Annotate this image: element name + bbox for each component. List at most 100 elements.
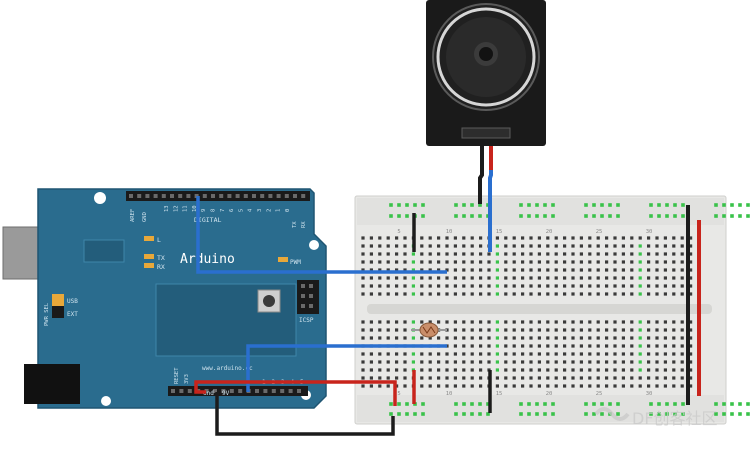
rail-hole <box>722 214 726 218</box>
breadboard-hole <box>672 368 676 372</box>
breadboard-hole <box>546 276 550 280</box>
breadboard-hole <box>546 352 550 356</box>
icsp-pin <box>301 284 305 288</box>
breadboard-hole <box>487 284 491 288</box>
breadboard-hole <box>663 344 667 348</box>
breadboard-hole <box>437 376 441 380</box>
breadboard-hole <box>613 352 617 356</box>
breadboard-hole <box>630 244 634 248</box>
breadboard-hole <box>504 368 508 372</box>
digital-pin-label: 3 <box>257 209 263 212</box>
rail-hole <box>730 412 734 416</box>
breadboard-hole <box>479 236 483 240</box>
breadboard-hole <box>630 336 634 340</box>
breadboard-hole <box>504 336 508 340</box>
breadboard-hole <box>596 360 600 364</box>
breadboard-hole <box>504 244 508 248</box>
breadboard-hole <box>428 292 432 296</box>
rail-hole <box>551 214 555 218</box>
header-pin <box>202 194 207 198</box>
breadboard-hole <box>546 336 550 340</box>
v33-label: 3V3 <box>184 374 190 384</box>
breadboard-hole <box>462 376 466 380</box>
breadboard-hole <box>537 292 541 296</box>
breadboard-hole <box>605 328 609 332</box>
rail-hole <box>746 214 750 218</box>
breadboard-hole <box>630 328 634 332</box>
breadboard-hole <box>453 376 457 380</box>
breadboard-hole <box>361 284 365 288</box>
breadboard-hole <box>571 252 575 256</box>
breadboard-hole <box>554 344 558 348</box>
breadboard-hole <box>537 360 541 364</box>
breadboard-hole <box>605 384 609 388</box>
breadboard-hole <box>588 360 592 364</box>
breadboard-hole <box>579 236 583 240</box>
breadboard-hole <box>663 284 667 288</box>
breadboard-hole <box>378 360 382 364</box>
breadboard-hole <box>369 320 373 324</box>
breadboard-hole <box>579 276 583 280</box>
breadboard-hole <box>588 244 592 248</box>
breadboard-hole <box>386 260 390 264</box>
breadboard-hole <box>512 260 516 264</box>
breadboard-hole <box>663 268 667 272</box>
breadboard-hole <box>495 292 499 296</box>
breadboard-hole <box>487 360 491 364</box>
breadboard-hole <box>479 292 483 296</box>
breadboard-hole <box>554 276 558 280</box>
led-rx <box>144 263 154 268</box>
breadboard-hole <box>621 260 625 264</box>
breadboard-hole <box>470 368 474 372</box>
breadboard-hole <box>403 384 407 388</box>
breadboard-hole <box>655 252 659 256</box>
breadboard-hole <box>655 360 659 364</box>
digital-pin-label: 12 <box>173 205 179 212</box>
breadboard-hole <box>453 384 457 388</box>
breadboard-hole <box>596 236 600 240</box>
breadboard-hole <box>621 244 625 248</box>
breadboard-hole <box>563 284 567 288</box>
breadboard-hole <box>521 336 525 340</box>
breadboard-hole <box>563 352 567 356</box>
breadboard-hole <box>621 292 625 296</box>
breadboard-hole <box>445 244 449 248</box>
breadboard-hole <box>680 252 684 256</box>
breadboard-hole <box>537 384 541 388</box>
breadboard-hole <box>579 292 583 296</box>
breadboard-hole <box>689 292 693 296</box>
digital-rx-label: RX <box>301 221 307 228</box>
breadboard-hole <box>605 292 609 296</box>
breadboard-hole <box>647 252 651 256</box>
breadboard-hole <box>487 328 491 332</box>
breadboard-hole <box>689 384 693 388</box>
breadboard-hole <box>411 268 415 272</box>
rail-hole <box>730 402 734 406</box>
breadboard-hole <box>672 292 676 296</box>
rail-hole <box>665 412 669 416</box>
breadboard-hole <box>630 276 634 280</box>
breadboard-hole <box>428 336 432 340</box>
breadboard-hole <box>437 360 441 364</box>
breadboard-hole <box>428 384 432 388</box>
column-number: 15 <box>496 229 503 235</box>
breadboard-hole <box>554 384 558 388</box>
breadboard-hole <box>537 328 541 332</box>
breadboard-hole <box>479 276 483 280</box>
breadboard-hole <box>554 260 558 264</box>
breadboard-hole <box>462 344 466 348</box>
breadboard-hole <box>470 352 474 356</box>
rail-hole <box>657 214 661 218</box>
rail-hole <box>681 203 685 207</box>
breadboard-hole <box>596 376 600 380</box>
breadboard-hole <box>470 328 474 332</box>
breadboard-hole <box>630 344 634 348</box>
breadboard-hole <box>672 360 676 364</box>
breadboard-hole <box>420 384 424 388</box>
digital-pin-label: 11 <box>183 205 189 212</box>
breadboard-hole <box>395 336 399 340</box>
rail-hole <box>421 203 425 207</box>
breadboard-hole <box>605 284 609 288</box>
breadboard-hole <box>630 292 634 296</box>
